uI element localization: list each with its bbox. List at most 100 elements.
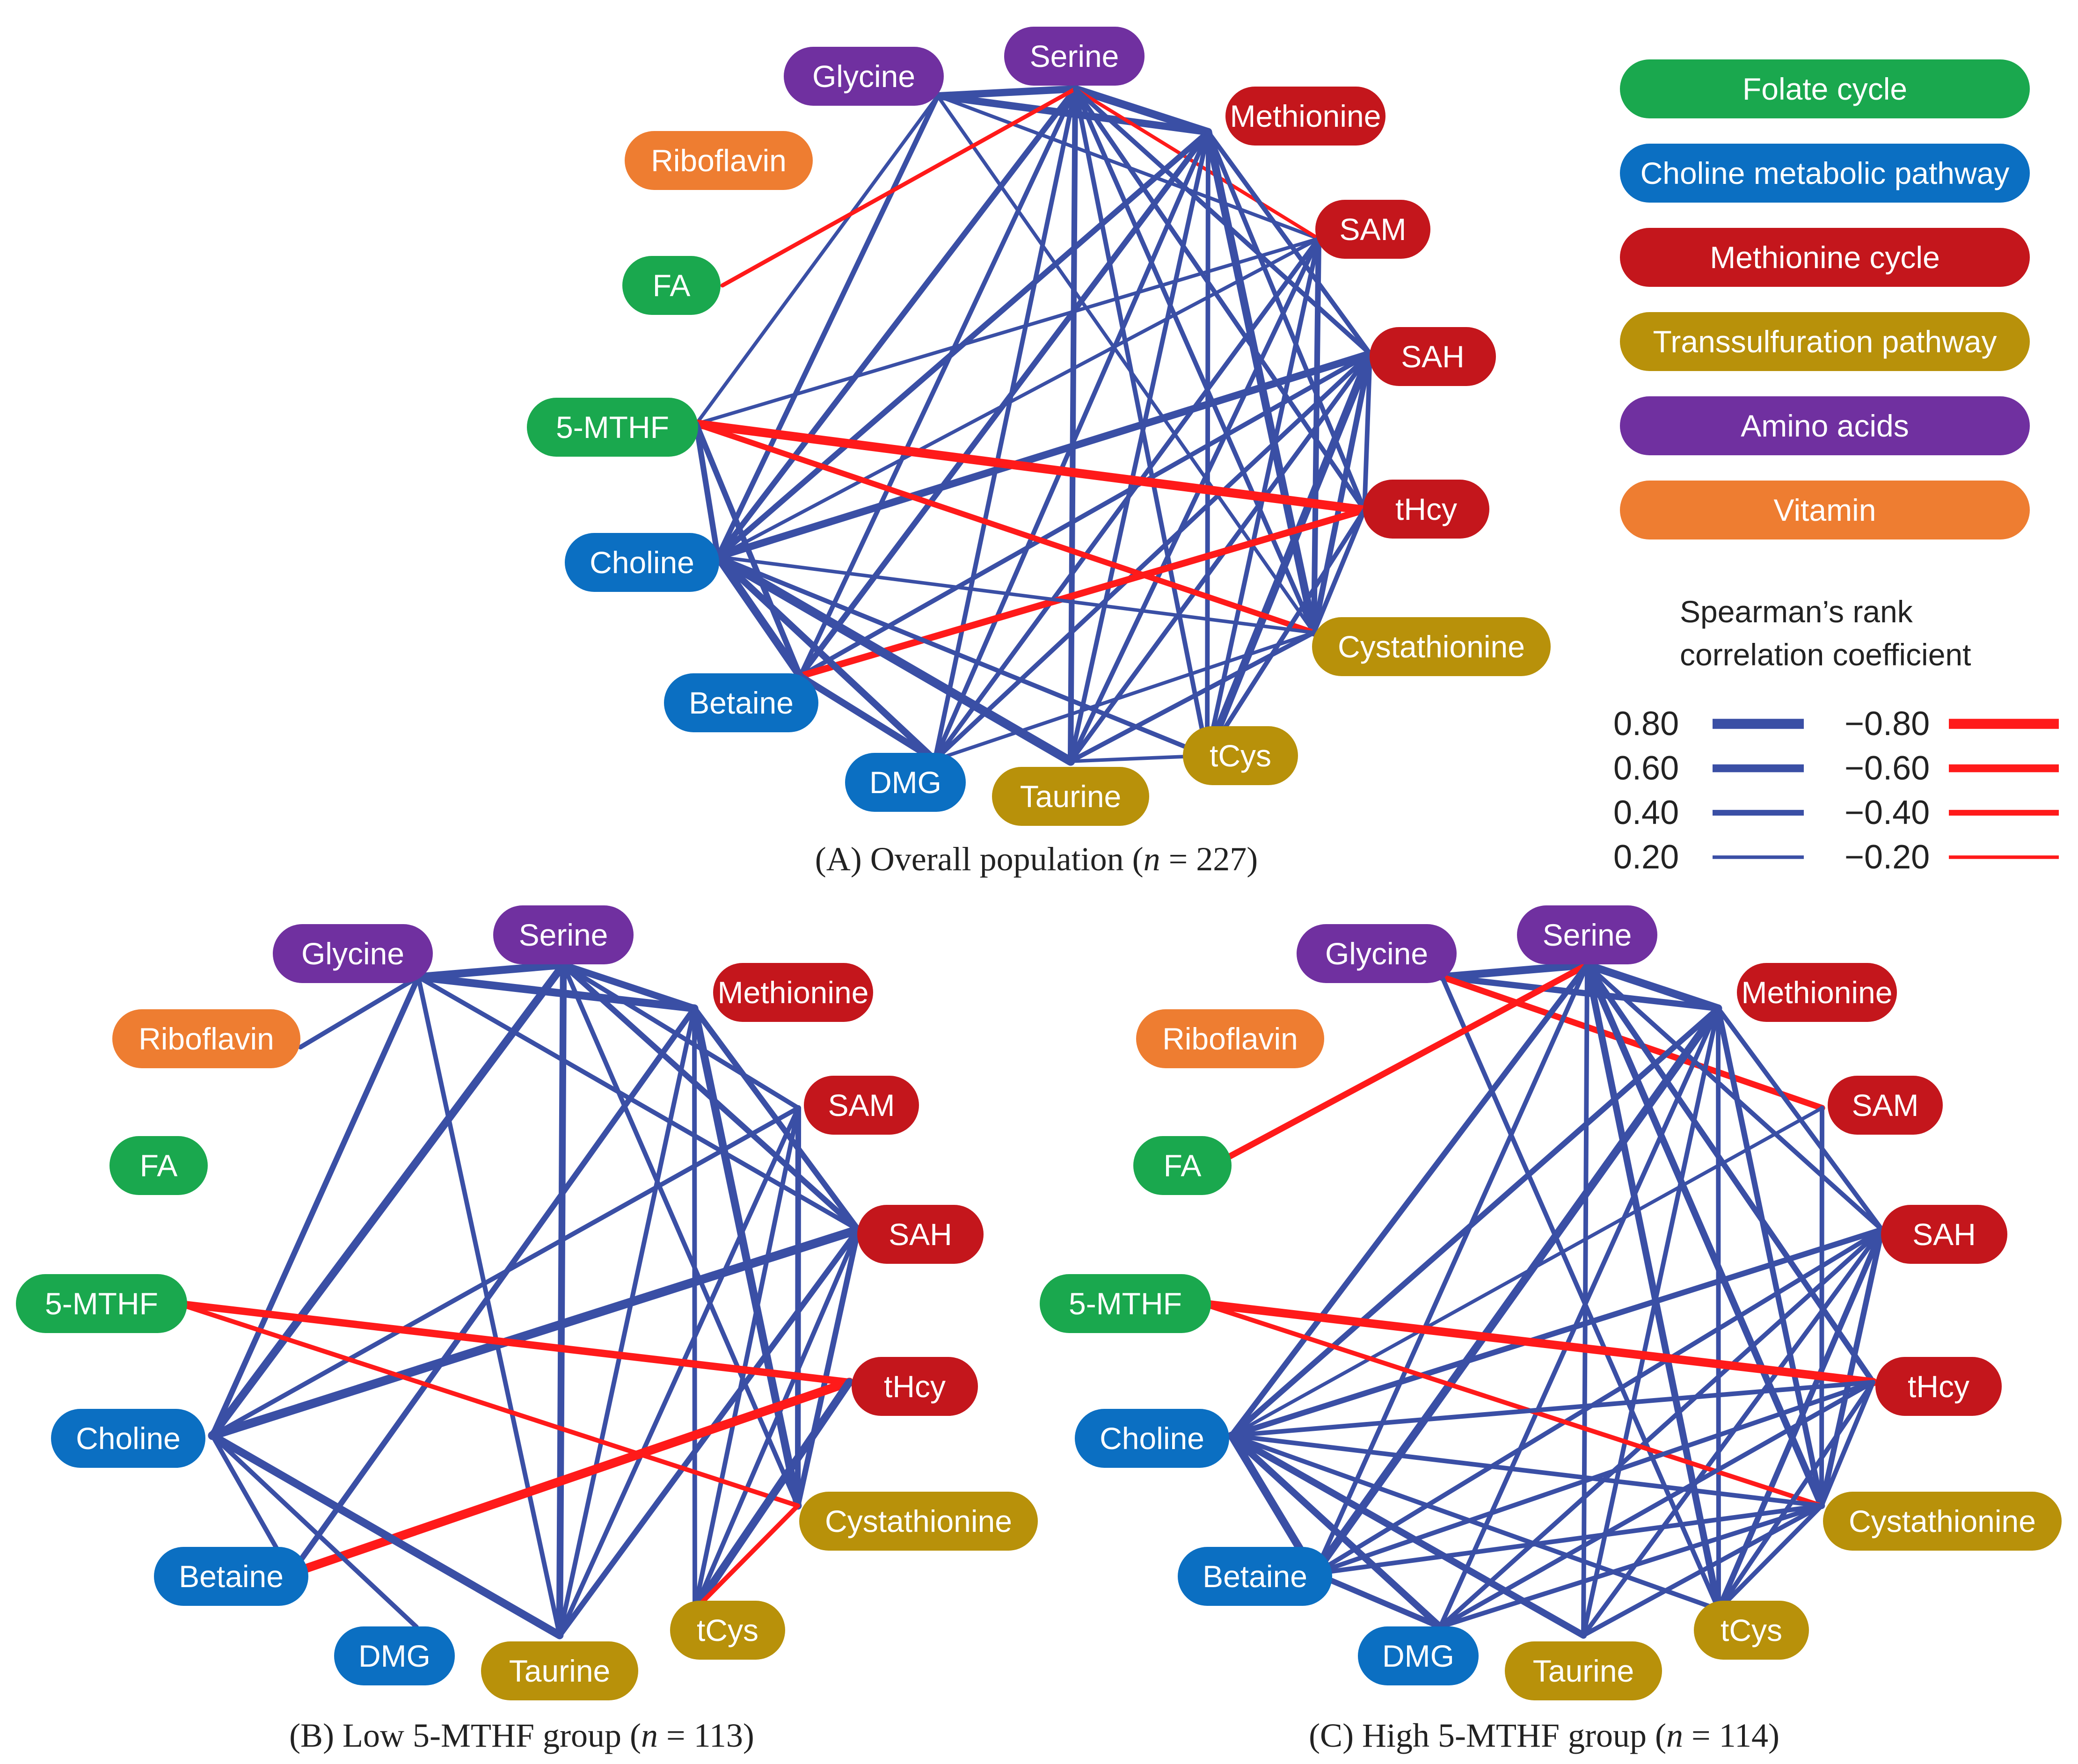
edge-a-glycine-serine [934, 85, 1079, 100]
node-b-taurine: Taurine [481, 1641, 638, 1700]
edge-c-serine-methionine [1583, 961, 1722, 1013]
node-label: Methionine [1742, 975, 1893, 1010]
legend-group-choline: Choline metabolic pathway [1620, 144, 2030, 203]
edge-a-sam-taurine [1068, 236, 1321, 764]
edge-c-thcy-tcys [1716, 1380, 1875, 1612]
node-label: Glycine [812, 59, 915, 94]
edge-c-glycine-serine [1438, 961, 1591, 981]
edge-c-thcy-dmg [1438, 1380, 1875, 1629]
node-a-cystathionine: Cystathionine [1312, 617, 1551, 676]
node-b-choline: Choline [51, 1409, 205, 1468]
edge-b-methionine-tcys [692, 1006, 697, 1612]
edge-a-serine-methionine [1071, 85, 1212, 136]
node-c-glycine: Glycine [1297, 924, 1457, 983]
edge-a-5-mthf-choline [693, 421, 721, 560]
panel-high-5mthf: GlycineSerineMethionineRiboflavinSAMFASA… [1040, 905, 2062, 1754]
node-label: tHcy [884, 1369, 946, 1404]
edge-c-choline-dmg [1228, 1432, 1444, 1631]
node-a-dmg: DMG [845, 753, 966, 812]
legend-positive-label: 0.80 [1613, 705, 1679, 743]
edge-a-thcy-tcys [1205, 508, 1367, 758]
edge-b-cystathionine-tcys [693, 1503, 800, 1612]
node-label: SAM [1339, 212, 1406, 247]
edge-b-sah-choline [208, 1225, 863, 1440]
edge-a-cystathionine-dmg [933, 631, 1316, 762]
edge-a-5-mthf-betaine [693, 421, 803, 679]
edge-c-serine-betaine [1312, 962, 1589, 1576]
edge-a-choline-taurine [713, 552, 1075, 766]
node-a-tcys: tCys [1183, 726, 1298, 785]
node-pill [670, 1601, 785, 1660]
node-label: SAH [1912, 1217, 1976, 1252]
node-label: Serine [1543, 918, 1632, 952]
edge-c-serine-fa [1219, 962, 1590, 1164]
legend-pill [1620, 396, 2030, 455]
node-label: Methionine [1230, 99, 1381, 133]
node-c-5-mthf: 5-MTHF [1040, 1274, 1211, 1333]
edge-b-serine-sam [561, 962, 801, 1110]
node-label: Glycine [301, 936, 404, 971]
node-pill [713, 963, 873, 1022]
edge-a-serine-fa [720, 87, 1078, 288]
node-pill [784, 47, 944, 106]
node-pill [481, 1641, 638, 1700]
edge-c-serine-tcys [1583, 961, 1722, 1613]
node-label: Betaine [689, 685, 794, 720]
node-pill [1370, 327, 1496, 386]
node-label: Choline [590, 545, 694, 580]
node-b-sam: SAM [804, 1076, 919, 1135]
edge-b-glycine-riboflavin [298, 975, 421, 1050]
edge-b-glycine-taurine [416, 975, 562, 1638]
edge-c-choline-tcys [1229, 1433, 1721, 1612]
edge-c-methionine-betaine [1311, 1004, 1722, 1578]
legend-pill [1620, 144, 2030, 203]
edge-b-choline-dmg [210, 1433, 419, 1629]
node-pill [493, 905, 634, 964]
node-label: tCys [1210, 738, 1271, 773]
node-label: tCys [697, 1613, 758, 1647]
edge-c-sah-choline [1228, 1226, 1885, 1439]
edge-b-sam-tcys [693, 1106, 801, 1612]
node-a-betaine: Betaine [664, 673, 818, 732]
legend-group-vitamin: Vitamin [1620, 481, 2030, 539]
edge-a-sam-choline [716, 237, 1320, 559]
edge-a-sah-thcy [1362, 351, 1372, 512]
node-pill [527, 398, 698, 457]
edge-b-serine-cystathionine [561, 962, 800, 1508]
node-label: 5-MTHF [45, 1286, 158, 1321]
node-pill [1297, 924, 1457, 983]
edge-c-sah-betaine [1312, 1227, 1884, 1576]
node-b-riboflavin: Riboflavin [112, 1009, 300, 1068]
node-pill [1004, 27, 1145, 86]
node-b-cystathionine: Cystathionine [799, 1492, 1038, 1551]
edge-b-glycine-methionine [414, 973, 699, 1013]
node-pill [1358, 1626, 1479, 1685]
edge-c-sah-dmg [1438, 1227, 1884, 1629]
node-c-taurine: Taurine [1505, 1641, 1662, 1700]
legend-positive-label: 0.20 [1613, 838, 1679, 876]
node-pill [622, 256, 721, 315]
node-c-cystathionine: Cystathionine [1823, 1492, 2062, 1551]
node-b-sah: SAH [857, 1205, 984, 1264]
edge-b-serine-choline [208, 961, 568, 1440]
node-pill [1312, 617, 1551, 676]
edge-a-choline-tcys [715, 554, 1210, 758]
node-label: Serine [519, 918, 608, 952]
legend-positive-label: 0.40 [1613, 794, 1679, 831]
node-c-dmg: DMG [1358, 1626, 1479, 1685]
node-a-sam: SAM [1315, 200, 1430, 259]
edge-b-glycine-choline [209, 974, 422, 1439]
node-label: FA [140, 1148, 178, 1183]
edges-overall [692, 85, 1374, 766]
node-pill [565, 533, 719, 592]
edge-c-serine-cystathionine [1583, 961, 1825, 1509]
node-pill [1040, 1274, 1211, 1333]
node-label: Riboflavin [1162, 1021, 1298, 1056]
legend-group-methionine: Methionine cycle [1620, 228, 2030, 287]
node-b-thcy: tHcy [852, 1357, 978, 1416]
edge-b-thcy-tcys [691, 1378, 853, 1614]
edge-b-methionine-cystathionine [690, 1004, 802, 1510]
edge-c-betaine-dmg [1312, 1570, 1444, 1630]
edge-c-sam-choline [1230, 1106, 1824, 1437]
